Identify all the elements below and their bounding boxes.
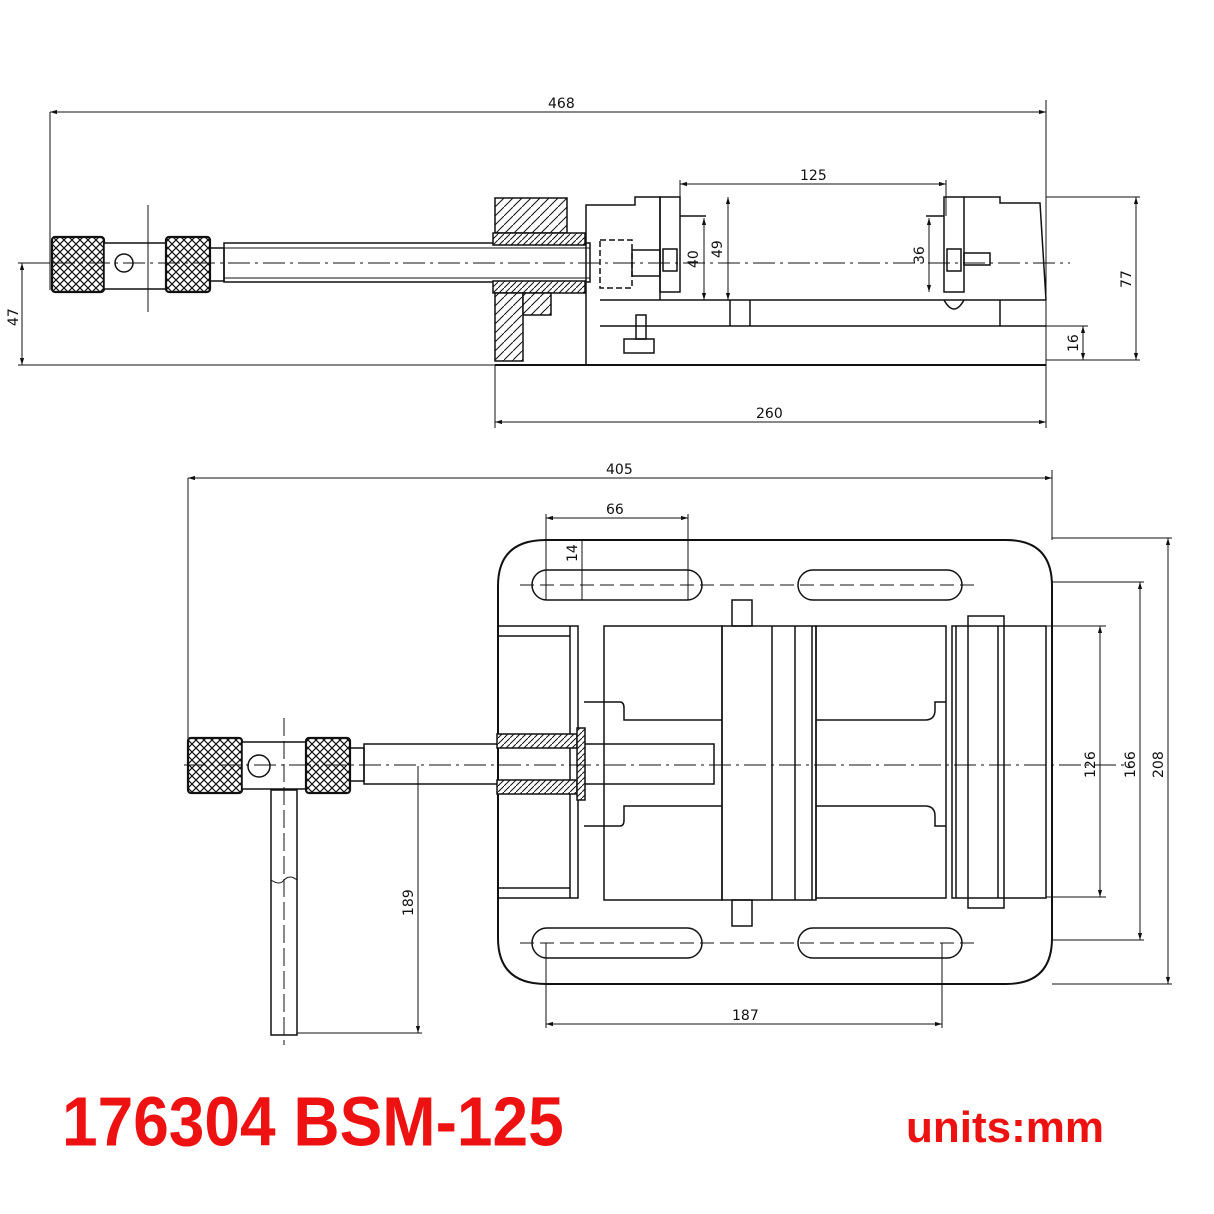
side-view-labels: 468 125 40 49 36 77 16 47 260 [6, 96, 1135, 422]
handle-knob-left [50, 235, 106, 294]
units-label: units:mm [906, 1103, 1104, 1152]
plan-view [184, 470, 1172, 1045]
side-view [18, 100, 1140, 428]
dim-405: 405 [606, 462, 633, 478]
dim-260: 260 [756, 406, 783, 422]
dim-40: 40 [686, 250, 702, 268]
handle-knob-right [164, 235, 212, 294]
dim-126: 126 [1083, 751, 1099, 778]
dim-66: 66 [606, 502, 624, 518]
dim-49: 49 [710, 240, 726, 258]
dim-14: 14 [565, 544, 581, 562]
dim-125: 125 [800, 168, 827, 184]
base-plate [497, 539, 1053, 985]
dim-187: 187 [732, 1008, 759, 1024]
dim-208: 208 [1151, 751, 1167, 778]
dim-77: 77 [1119, 270, 1135, 288]
dim-16: 16 [1066, 334, 1082, 352]
dim-189: 189 [401, 889, 417, 916]
model-title: 176304 BSM-125 [62, 1083, 564, 1161]
dim-468: 468 [548, 96, 575, 112]
dim-47: 47 [6, 308, 22, 326]
dim-36: 36 [912, 246, 928, 264]
plan-view-labels: 405 66 14 126 166 208 189 187 [401, 462, 1167, 1024]
dim-166: 166 [1123, 751, 1139, 778]
